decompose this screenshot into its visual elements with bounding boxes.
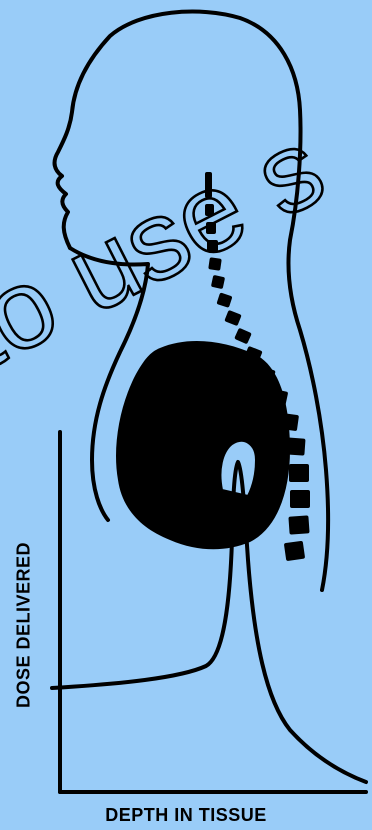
vertebra <box>288 515 309 534</box>
vertebra <box>208 257 222 271</box>
vertebra <box>205 172 212 198</box>
vertebra <box>234 328 252 345</box>
vertebra <box>279 413 299 431</box>
vertebra <box>285 437 305 455</box>
vertebra <box>284 541 305 561</box>
vertebra <box>290 490 310 508</box>
vertebra <box>207 240 218 252</box>
vertebra <box>205 204 214 216</box>
vertebra <box>211 275 225 289</box>
x-axis-label: DEPTH IN TISSUE <box>0 805 372 826</box>
vertebra <box>289 464 309 482</box>
y-axis-label: DOSE DELIVERED <box>14 542 35 708</box>
vertebra <box>224 310 241 326</box>
vertebra <box>206 222 216 234</box>
vertebra <box>216 292 232 307</box>
